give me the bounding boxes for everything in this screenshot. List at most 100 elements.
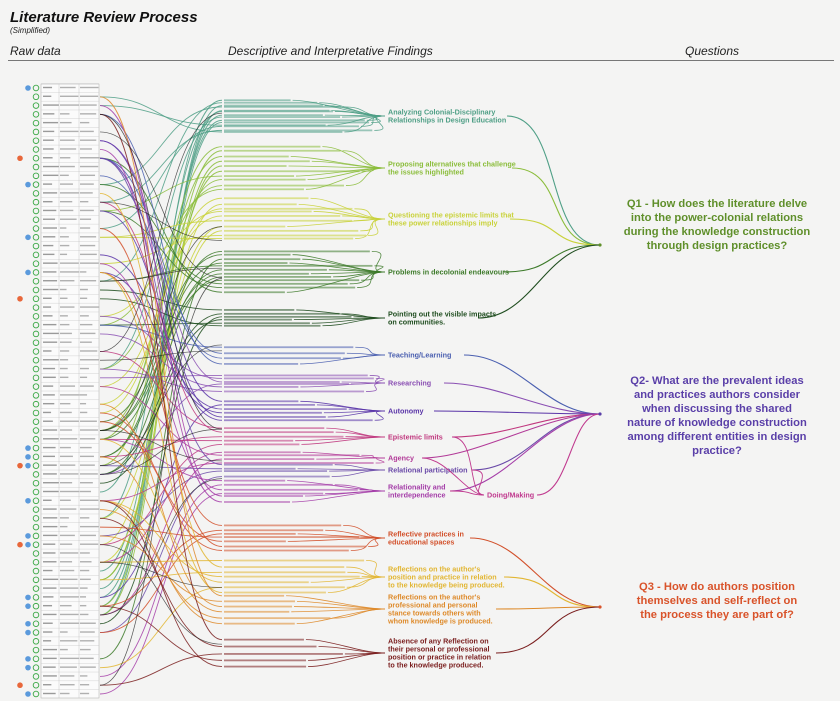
raw-data-marker [32, 365, 40, 373]
raw-data-cell [80, 499, 99, 501]
raw-to-finding-link [99, 113, 223, 641]
raw-data-marker [32, 383, 40, 390]
finding-snippet [224, 545, 367, 548]
raw-data-cell [80, 183, 94, 185]
raw-to-finding-link [99, 319, 223, 484]
raw-data-cell [80, 464, 95, 466]
finding-to-category-link [368, 537, 386, 547]
raw-data-marker [32, 374, 40, 382]
question-label-line: through design practices? [647, 240, 788, 252]
raw-data-badge [17, 682, 23, 689]
raw-data-badge [25, 181, 31, 188]
finding-snippet [224, 532, 296, 535]
raw-to-finding-link [99, 344, 223, 467]
category-to-question-link [469, 537, 601, 608]
raw-data-cell [60, 323, 70, 326]
raw-to-finding-link [99, 438, 223, 482]
raw-to-finding-link [99, 157, 223, 466]
raw-data-cell [80, 367, 89, 370]
raw-data-cell [60, 411, 72, 414]
raw-data-badge [25, 445, 31, 451]
raw-data-marker [32, 444, 40, 452]
raw-data-marker [32, 155, 40, 162]
raw-data-cell [60, 684, 75, 686]
raw-to-finding-link [99, 571, 223, 581]
raw-data-cell [43, 604, 53, 607]
finding-snippet [224, 129, 373, 132]
column-header-questions: Questions [685, 44, 740, 58]
question-label-line: Q2- What are the prevalent ideas [630, 375, 803, 387]
finding-snippet [224, 121, 370, 124]
finding-to-category-link [305, 167, 386, 190]
raw-data-cell [60, 455, 73, 458]
raw-data-cell [43, 534, 58, 537]
raw-data-cell [43, 666, 56, 668]
raw-data-cell [43, 464, 57, 466]
raw-data-marker [32, 541, 40, 548]
raw-data-cell [80, 104, 97, 106]
finding-snippet [224, 419, 373, 422]
raw-data-cell [60, 297, 68, 299]
raw-data-cell [60, 359, 69, 361]
raw-data-cell [80, 604, 87, 607]
raw-data-cell [80, 692, 90, 695]
raw-data-badge [17, 155, 23, 162]
finding-snippet [224, 357, 341, 360]
category-to-question-link [433, 410, 601, 415]
raw-data-cell [60, 218, 77, 220]
raw-to-finding-link [99, 350, 223, 361]
raw-data-marker [32, 84, 40, 92]
raw-data-cell [60, 332, 72, 335]
category-label-line: Questioning the epistemic limits that [388, 211, 514, 220]
raw-data-cell [80, 508, 100, 510]
raw-to-finding-link [99, 175, 223, 359]
raw-to-finding-link [99, 493, 223, 695]
raw-data-cell [80, 130, 94, 133]
raw-data-cell [43, 148, 54, 150]
raw-data-marker [32, 681, 40, 689]
finding-snippet [224, 104, 323, 107]
raw-to-finding-link [99, 208, 223, 405]
finding-snippet [224, 383, 349, 385]
finding-snippet [224, 116, 341, 118]
raw-data-cell [60, 622, 80, 624]
finding-to-category-link [371, 250, 386, 273]
raw-data-cell [43, 157, 53, 159]
raw-data-cell [80, 253, 97, 256]
raw-data-cell [43, 552, 56, 554]
doing-making-link [451, 436, 485, 496]
column-header-raw-data: Raw data [10, 44, 61, 58]
raw-to-finding-link [99, 403, 223, 608]
raw-to-finding-link [99, 470, 223, 537]
raw-data-cell [80, 517, 90, 519]
raw-data-cell [80, 315, 89, 317]
raw-data-cell [60, 464, 76, 466]
raw-to-finding-link [99, 412, 223, 551]
raw-data-marker [32, 436, 40, 443]
category-to-question-link [471, 413, 601, 471]
raw-data-cell [60, 139, 75, 141]
raw-data-marker [32, 198, 40, 206]
finding-snippet [224, 219, 353, 222]
finding-to-category-link [374, 410, 386, 421]
raw-data-marker [32, 392, 40, 399]
raw-data-cell [60, 499, 71, 501]
raw-to-finding-link [99, 267, 223, 282]
raw-to-finding-link [99, 230, 223, 563]
raw-data-cell [80, 244, 96, 247]
raw-data-marker [32, 295, 40, 303]
raw-data-cell [43, 438, 59, 440]
raw-data-cell [60, 200, 73, 203]
finding-snippet [224, 215, 341, 217]
finding-snippet [224, 178, 306, 181]
raw-data-cell [80, 657, 94, 660]
raw-data-cell [43, 341, 58, 343]
raw-data-cell [60, 236, 69, 238]
raw-data-marker [32, 339, 40, 346]
raw-data-cell [43, 631, 53, 633]
raw-data-cell [80, 200, 89, 203]
category-label: Agency [388, 454, 414, 463]
raw-to-finding-link [99, 438, 223, 442]
finding-to-category-link [331, 469, 386, 477]
